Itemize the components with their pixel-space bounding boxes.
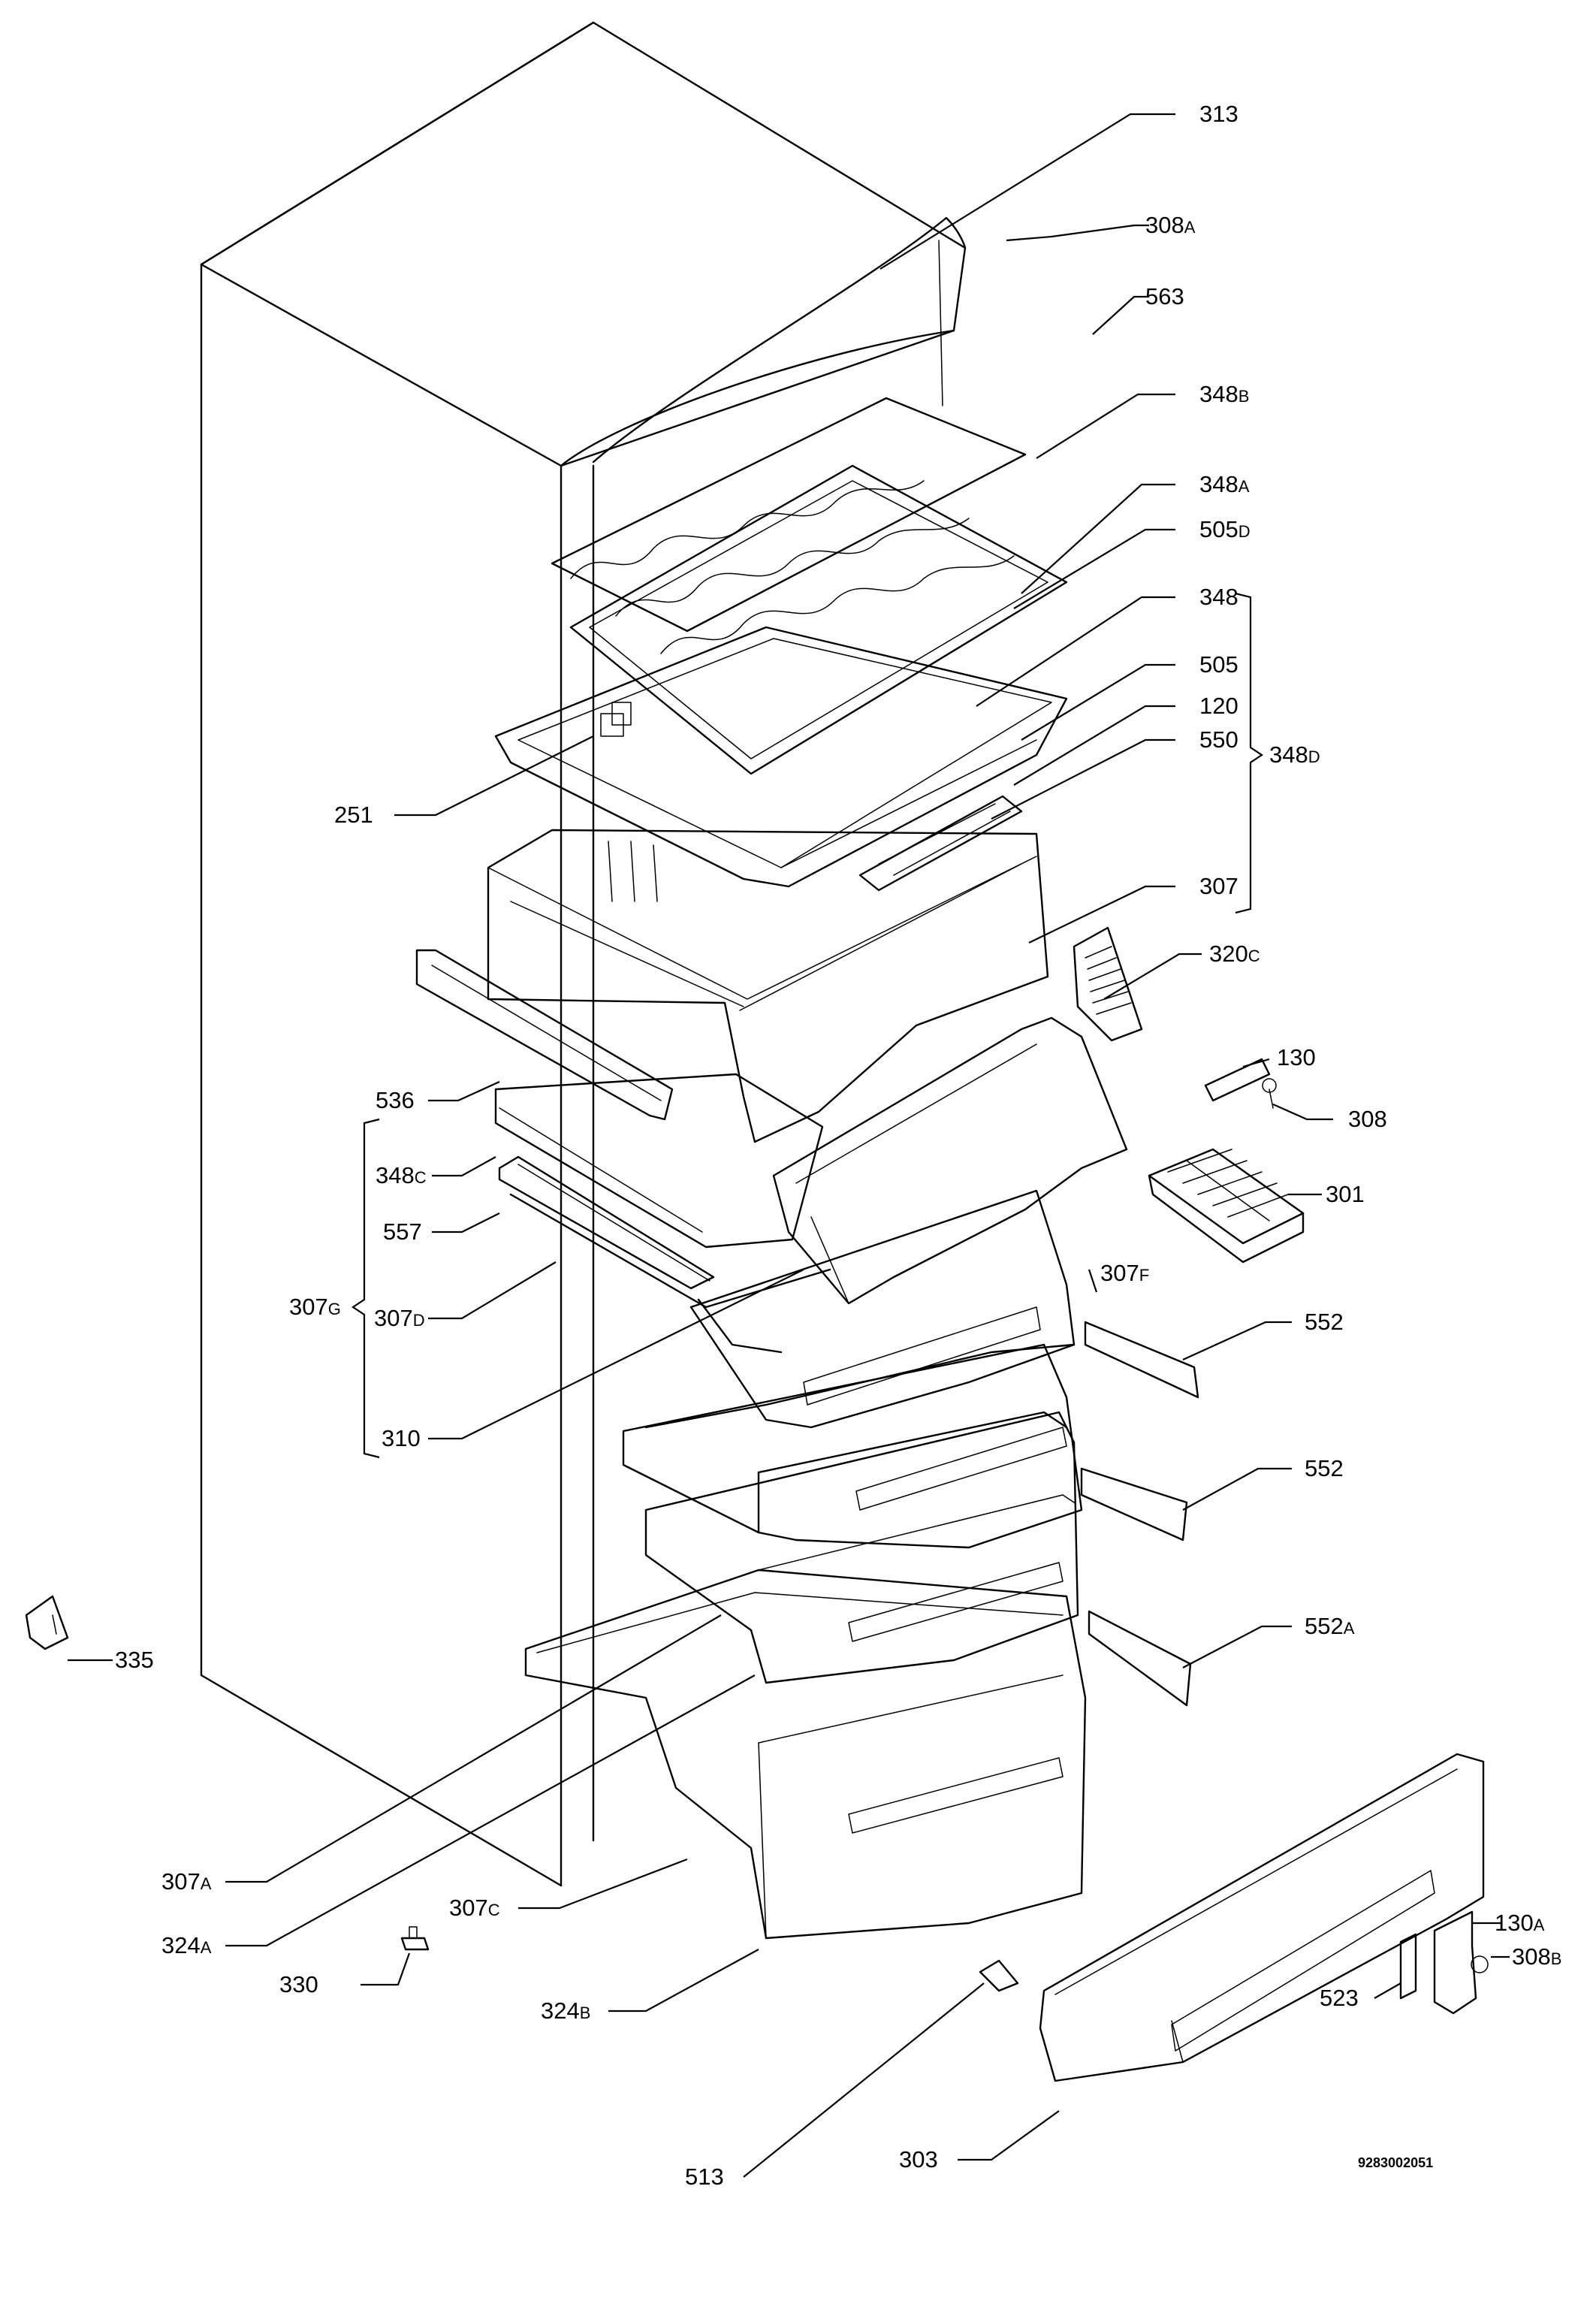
- cabinet-313: [200, 21, 967, 1887]
- label-130a: 130A: [1495, 1910, 1545, 1936]
- label-348b: 348B: [1199, 381, 1249, 407]
- label-330: 330: [279, 1971, 318, 1997]
- brace-307g: [351, 1118, 380, 1459]
- clip-251: [600, 702, 632, 737]
- label-505: 505: [1199, 651, 1238, 678]
- drawing-number: 9283002051: [1358, 2155, 1433, 2170]
- bin-307d: [509, 1193, 831, 1354]
- label-307f: 307F: [1100, 1260, 1149, 1286]
- label-348a: 348A: [1199, 471, 1250, 497]
- brace-348d: [1235, 592, 1263, 914]
- rail-552-upper: [1084, 1321, 1199, 1399]
- ice-tray-301: [1148, 1148, 1305, 1264]
- label-550: 550: [1199, 726, 1238, 753]
- hinge-335: [25, 1595, 69, 1650]
- foot-330: [400, 1926, 430, 1951]
- rail-552-lower: [1080, 1467, 1188, 1541]
- glass-shelf-348a: [569, 464, 1068, 775]
- label-324a: 324A: [161, 1932, 212, 1958]
- shelf-348: [494, 626, 1068, 888]
- hinge-130: [1204, 1058, 1277, 1109]
- label-308a: 308A: [1145, 212, 1196, 238]
- bracket-523: [1399, 1933, 1417, 2000]
- plinth-303: [1039, 1753, 1485, 2082]
- label-307g: 307G: [289, 1294, 341, 1320]
- shelf-348c: [494, 1073, 824, 1249]
- label-348: 348: [1199, 584, 1238, 610]
- label-563: 563: [1145, 283, 1184, 310]
- label-307a: 307A: [161, 1868, 212, 1895]
- label-120: 120: [1199, 693, 1238, 719]
- drawer-middle-2: [644, 1411, 1079, 1684]
- label-536: 536: [376, 1087, 415, 1113]
- label-348c: 348C: [376, 1162, 427, 1188]
- label-303: 303: [899, 2146, 938, 2173]
- label-251: 251: [334, 802, 373, 828]
- shelf-557: [498, 1155, 715, 1290]
- label-335: 335: [115, 1647, 154, 1673]
- wine-rack-348b: [551, 397, 1027, 654]
- leader-lines: [68, 113, 1510, 2178]
- label-313: 313: [1199, 101, 1238, 127]
- hinge-130a: [1433, 1910, 1489, 2015]
- label-552a: 552A: [1305, 1613, 1355, 1639]
- label-552-lower: 552: [1305, 1455, 1344, 1481]
- label-513: 513: [685, 2164, 724, 2190]
- bin-307: [487, 829, 1049, 1143]
- label-301: 301: [1326, 1181, 1365, 1207]
- label-307: 307: [1199, 873, 1238, 899]
- label-307c: 307C: [449, 1895, 500, 1921]
- callout-labels: 313 308A 563 348B 348A 505D 348 505 120 …: [115, 101, 1561, 2190]
- label-320c: 320C: [1209, 941, 1260, 967]
- label-552-upper: 552: [1305, 1309, 1344, 1335]
- label-557: 557: [383, 1218, 422, 1245]
- label-523: 523: [1320, 1985, 1359, 2011]
- label-308b: 308B: [1512, 1943, 1561, 1970]
- spacer-513: [979, 1959, 1019, 1992]
- drawer-upper: [644, 1189, 1076, 1429]
- label-348d: 348D: [1269, 741, 1320, 768]
- glass-cover-536: [415, 949, 674, 1121]
- label-130: 130: [1277, 1044, 1316, 1070]
- label-505d: 505D: [1199, 516, 1251, 542]
- rail-552a: [1088, 1610, 1192, 1707]
- label-307d: 307D: [374, 1305, 425, 1331]
- grille-320c: [1073, 926, 1143, 1042]
- label-308: 308: [1348, 1106, 1387, 1132]
- drawer-large-307c: [524, 1569, 1087, 1940]
- label-310: 310: [382, 1425, 421, 1451]
- drawer-middle: [622, 1343, 1083, 1549]
- label-324b: 324B: [541, 1997, 590, 2024]
